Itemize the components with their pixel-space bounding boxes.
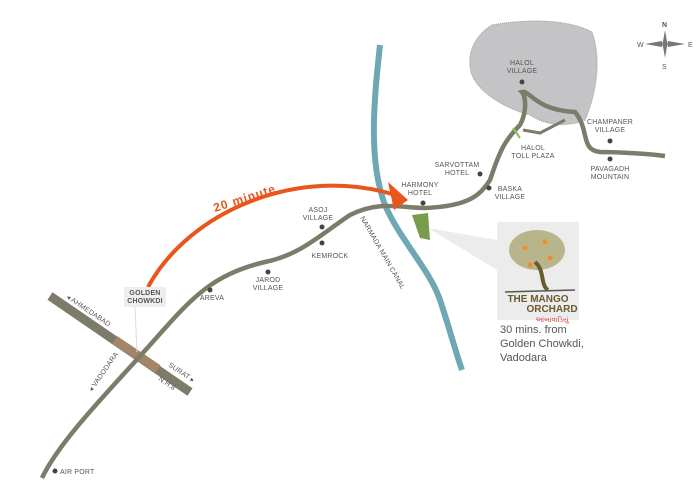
halol-connector-road bbox=[522, 118, 566, 135]
areva-label: AREVA bbox=[200, 295, 224, 302]
compass-rose-icon: N S W E bbox=[637, 22, 693, 71]
info-line: 30 mins. from bbox=[500, 324, 567, 336]
arrow-head-icon bbox=[388, 182, 408, 210]
logo-line2: ORCHARD bbox=[526, 304, 577, 315]
travel-time-label: 20 minute bbox=[212, 181, 278, 214]
logo-gujarati: આંબાવાડિયું bbox=[535, 315, 569, 324]
travel-arrow bbox=[146, 183, 396, 288]
svg-text:S: S bbox=[662, 64, 667, 71]
kemrock-label: KEMROCK bbox=[312, 253, 349, 260]
main-road bbox=[39, 89, 666, 479]
callout-beam bbox=[428, 228, 497, 270]
svg-text:N: N bbox=[662, 22, 667, 29]
narmada-canal bbox=[370, 44, 465, 371]
mango-tree-icon bbox=[504, 230, 576, 293]
svg-text:E: E bbox=[688, 42, 693, 49]
vadodara-label: ◂ VADODARA bbox=[88, 351, 120, 393]
golden-chowkdi-tag bbox=[124, 287, 166, 307]
svg-text:W: W bbox=[637, 42, 644, 49]
info-line: Golden Chowkdi, bbox=[500, 338, 584, 350]
halol-village-area bbox=[469, 20, 598, 126]
info-line: Vadodara bbox=[500, 352, 547, 364]
toll-plaza-mark bbox=[512, 127, 521, 139]
airport-label: AIR PORT bbox=[60, 469, 95, 476]
nh8-highway bbox=[47, 292, 193, 396]
orchard-plot bbox=[412, 213, 430, 240]
orchard-distance-info: 30 mins. from Golden Chowkdi, Vadodara bbox=[500, 323, 620, 365]
logo-line1: THE MANGO bbox=[507, 294, 568, 305]
